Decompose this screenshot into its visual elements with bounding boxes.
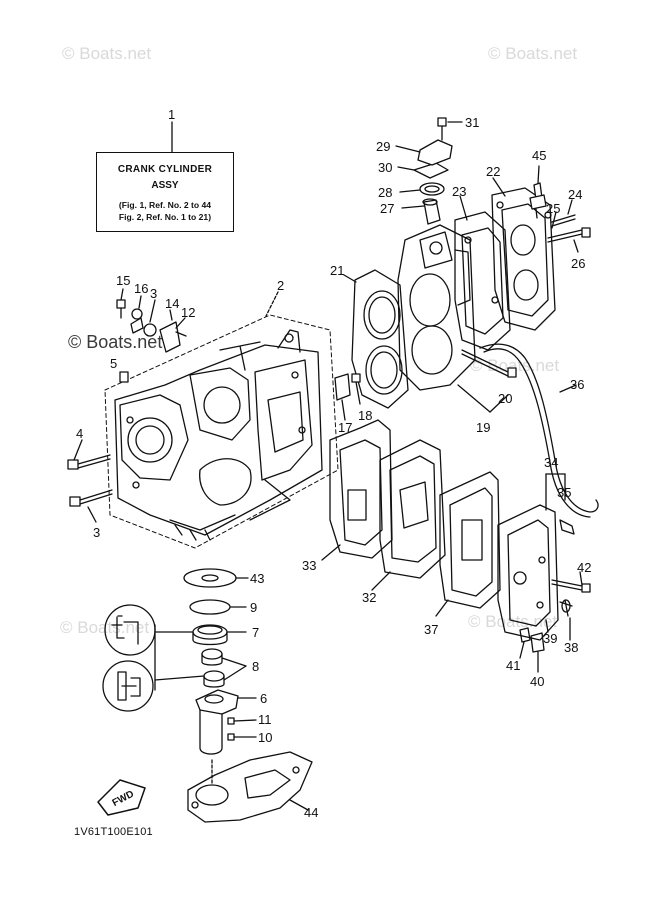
watermark: © Boats.net — [68, 332, 163, 352]
callout-25: 25 — [546, 201, 560, 216]
callout-3: 3 — [93, 525, 100, 540]
callout-21: 21 — [330, 263, 344, 278]
callout-37: 37 — [424, 622, 438, 637]
figure-reference: (Fig. 1, Ref. No. 2 to 44 Fig. 2, Ref. N… — [97, 199, 233, 223]
callout-41: 41 — [506, 658, 520, 673]
callout-2: 2 — [277, 278, 284, 293]
figure-reference-line-2: Fig. 2, Ref. No. 1 to 21) — [118, 212, 212, 222]
callout-22: 22 — [486, 164, 500, 179]
exhaust-cover-34 — [497, 473, 575, 641]
bolt-3 — [69, 489, 113, 523]
callout-20: 20 — [498, 391, 512, 406]
cylinder-head-23 — [397, 224, 476, 391]
bolts-10-11 — [227, 717, 257, 741]
callout-6: 6 — [260, 691, 267, 706]
gasket-33 — [321, 419, 393, 561]
oil-seal-7 — [154, 624, 247, 646]
crankcase-block — [104, 314, 339, 549]
callout-28: 28 — [378, 185, 392, 200]
head-cover-gasket-23 — [454, 195, 511, 351]
bolts-20 — [457, 349, 517, 413]
callout-18: 18 — [358, 408, 372, 423]
spark-plug-45 — [529, 165, 547, 219]
callout-26: 26 — [571, 256, 585, 271]
bolt-4 — [67, 439, 111, 470]
callout-3: 3 — [150, 286, 157, 301]
callout-7: 7 — [252, 625, 259, 640]
upper-small-parts — [116, 288, 279, 353]
gasket-44 — [187, 751, 313, 823]
callout-42: 42 — [577, 560, 591, 575]
cylinder-head-gasket-21 — [343, 269, 409, 409]
thermostat-assembly — [395, 117, 463, 225]
forward-arrow-icon: FWD — [97, 779, 146, 816]
callout-11: 11 — [258, 712, 272, 727]
o-ring-9 — [189, 599, 247, 615]
assembly-subtitle: ASSY — [151, 180, 179, 191]
callout-32: 32 — [362, 590, 376, 605]
head-cover-22 — [491, 177, 556, 331]
callout-16: 16 — [134, 281, 148, 296]
watermark: © Boats.net — [488, 44, 578, 63]
callout-1: 1 — [168, 107, 175, 122]
drawing-code: 1V61T100E101 — [74, 826, 153, 838]
callout-44: 44 — [304, 805, 318, 820]
callout-17: 17 — [338, 420, 352, 435]
watermark: © Boats.net — [470, 356, 560, 375]
gasket-32 — [371, 439, 446, 591]
bolt-24 — [551, 199, 576, 227]
callout-31: 31 — [465, 115, 479, 130]
callout-23: 23 — [452, 184, 466, 199]
callout-8: 8 — [252, 659, 259, 674]
hose-36 — [479, 343, 599, 518]
callout-30: 30 — [378, 160, 392, 175]
anode-17-18 — [334, 373, 361, 421]
seal-43 — [183, 568, 249, 588]
callout-12: 12 — [181, 305, 195, 320]
callout-33: 33 — [302, 558, 316, 573]
callout-35: 35 — [557, 485, 571, 500]
callout-labels: 1 2 3 3 4 5 6 7 8 9 10 11 12 14 15 16 17… — [76, 107, 591, 820]
callout-24: 24 — [568, 187, 582, 202]
detail-view-bearing — [102, 660, 154, 712]
callout-40: 40 — [530, 674, 544, 689]
callout-36: 36 — [570, 377, 584, 392]
callout-5: 5 — [110, 356, 117, 371]
callout-9: 9 — [250, 600, 257, 615]
callout-39: 39 — [543, 631, 557, 646]
callout-10: 10 — [258, 730, 272, 745]
bolt-26 — [547, 227, 591, 253]
callout-43: 43 — [250, 571, 264, 586]
figure-reference-line-1: (Fig. 1, Ref. No. 2 to 44 — [118, 200, 212, 210]
watermark: © Boats.net — [62, 44, 152, 63]
housing-6 — [195, 689, 257, 755]
detail-view-oil-seal — [104, 604, 156, 656]
callout-34: 34 — [544, 455, 558, 470]
callout-14: 14 — [165, 296, 179, 311]
callout-29: 29 — [376, 139, 390, 154]
dowel-pin-5 — [119, 371, 129, 383]
callout-27: 27 — [380, 201, 394, 216]
callout-4: 4 — [76, 426, 83, 441]
gasket-37 — [435, 471, 501, 617]
assembly-title-box: CRANK CYLINDER ASSY (Fig. 1, Ref. No. 2 … — [96, 152, 234, 232]
bolts-38-42 — [519, 571, 591, 673]
callout-45: 45 — [532, 148, 546, 163]
callout-15: 15 — [116, 273, 130, 288]
bearings-8 — [154, 648, 247, 688]
callout-19: 19 — [476, 420, 490, 435]
callout-38: 38 — [564, 640, 578, 655]
assembly-title: CRANK CYLINDER — [117, 164, 213, 175]
